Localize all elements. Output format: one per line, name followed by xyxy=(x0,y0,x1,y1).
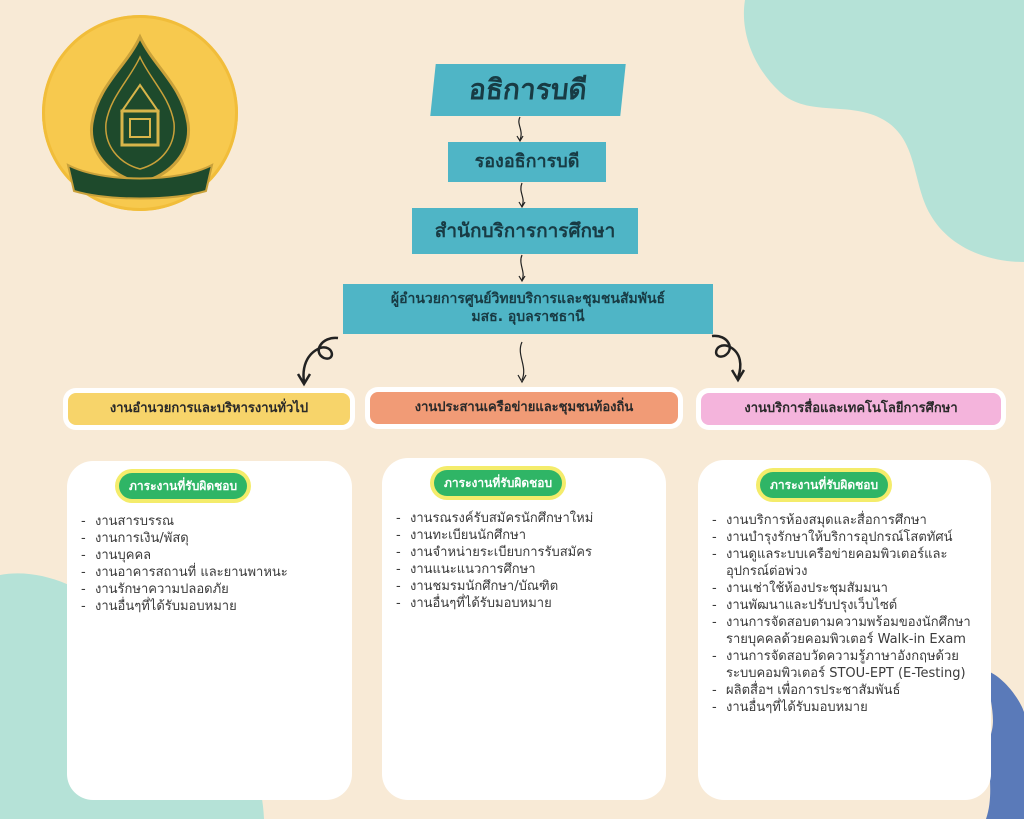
department-general-admin: งานอำนวยการและบริหารงานทั่วไป xyxy=(68,393,350,425)
vice-president-box: รองอธิการบดี xyxy=(448,142,606,182)
president-box: อธิการบดี xyxy=(430,64,626,116)
list-item: งานอื่นๆที่ได้รับมอบหมาย xyxy=(710,699,983,716)
list-item: งานอาคารสถานที่ และยานพาหนะ xyxy=(79,564,344,581)
duties-label: ภาระงานที่รับผิดชอบ xyxy=(434,470,563,496)
department-media-technology: งานบริการสื่อและเทคโนโลยีการศึกษา xyxy=(701,393,1001,425)
duties-label: ภาระงานที่รับผิดชอบ xyxy=(119,473,248,499)
list-item: งานจำหน่ายระเบียบการรับสมัคร xyxy=(394,544,658,561)
list-item: งานเช่าใช้ห้องประชุมสัมมนา xyxy=(710,580,983,597)
list-item: งานสารบรรณ xyxy=(79,513,344,530)
director-subtitle: มสธ. อุบลราชธานี xyxy=(471,309,585,325)
university-emblem xyxy=(42,15,238,211)
list-item: งานอื่นๆที่ได้รับมอบหมาย xyxy=(394,595,658,612)
duties-card-media-technology: ภาระงานที่รับผิดชอบ งานบริการห้องสมุดและ… xyxy=(698,460,991,800)
list-item: งานบริการห้องสมุดและสื่อการศึกษา xyxy=(710,512,983,529)
list-item: งานแนะแนวการศึกษา xyxy=(394,561,658,578)
office-box: สำนักบริการการศึกษา xyxy=(412,208,638,254)
list-item: งานพัฒนาและปรับปรุงเว็บไซต์ xyxy=(710,597,983,614)
duties-list: งานบริการห้องสมุดและสื่อการศึกษา งานบำรุ… xyxy=(710,512,983,716)
curly-arrow-icon xyxy=(296,336,339,387)
director-box: ผู้อำนวยการศูนย์วิทยบริการและชุมชนสัมพัน… xyxy=(343,284,713,334)
list-item: งานการจัดสอบวัดความรู้ภาษาอังกฤษด้วยระบบ… xyxy=(710,648,983,682)
duties-list: งานสารบรรณ งานการเงิน/พัสดุ งานบุคคล งาน… xyxy=(79,513,344,615)
director-title: ผู้อำนวยการศูนย์วิทยบริการและชุมชนสัมพัน… xyxy=(390,291,666,307)
department-network-community: งานประสานเครือข่ายและชุมชนท้องถิ่น xyxy=(370,392,678,424)
list-item: งานรักษาความปลอดภัย xyxy=(79,581,344,598)
list-item: งานรณรงค์รับสมัครนักศึกษาใหม่ xyxy=(394,510,658,527)
duties-list: งานรณรงค์รับสมัครนักศึกษาใหม่ งานทะเบียน… xyxy=(394,510,658,612)
duties-card-network-community: ภาระงานที่รับผิดชอบ งานรณรงค์รับสมัครนัก… xyxy=(382,458,666,800)
list-item: งานทะเบียนนักศึกษา xyxy=(394,527,658,544)
list-item: งานดูแลระบบเครือข่ายคอมพิวเตอร์และอุปกรณ… xyxy=(710,546,983,580)
list-item: งานชมรมนักศึกษา/บัณฑิต xyxy=(394,578,658,595)
list-item: งานบำรุงรักษาให้บริการอุปกรณ์โสตทัศน์ xyxy=(710,529,983,546)
list-item: ผลิตสื่อฯ เพื่อการประชาสัมพันธ์ xyxy=(710,682,983,699)
list-item: งานการเงิน/พัสดุ xyxy=(79,530,344,547)
duties-label: ภาระงานที่รับผิดชอบ xyxy=(760,472,889,498)
duties-card-general-admin: ภาระงานที่รับผิดชอบ งานสารบรรณ งานการเงิ… xyxy=(67,461,352,800)
list-item: งานอื่นๆที่ได้รับมอบหมาย xyxy=(79,598,344,615)
list-item: งานบุคคล xyxy=(79,547,344,564)
list-item: งานการจัดสอบตามความพร้อมของนักศึกษารายบุ… xyxy=(710,614,983,648)
curly-arrow-icon xyxy=(711,334,746,383)
university-emblem-icon xyxy=(66,33,214,200)
